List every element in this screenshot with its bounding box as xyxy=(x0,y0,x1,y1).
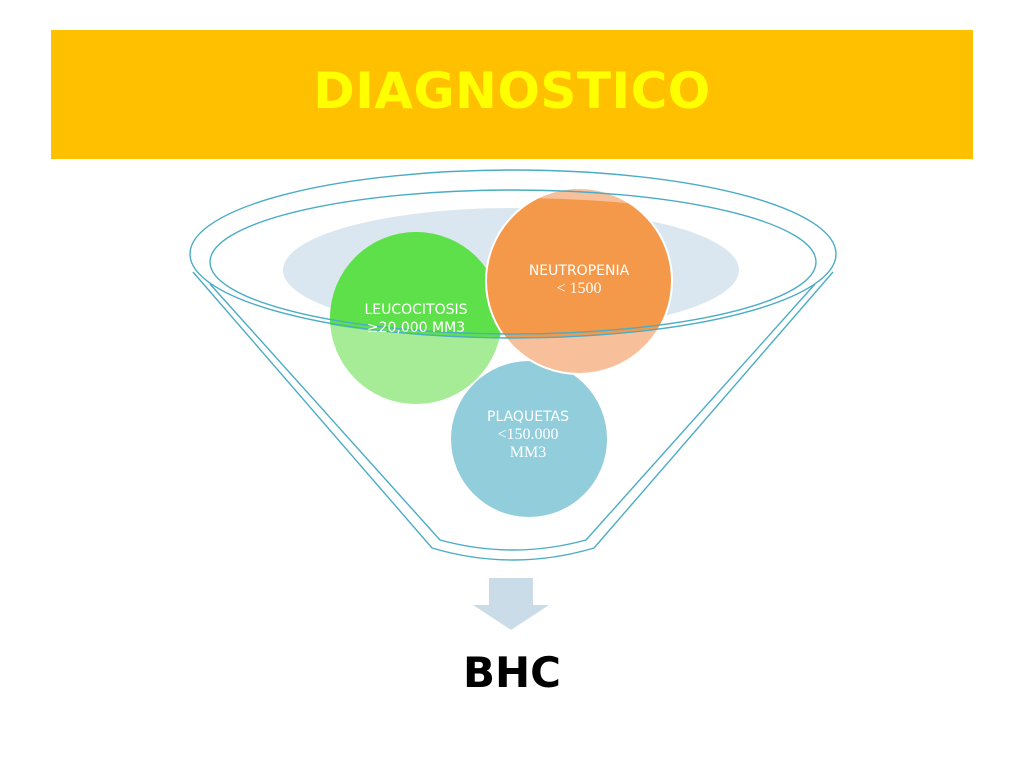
plaquetas-circle xyxy=(451,361,607,517)
leucocitosis-circle xyxy=(330,232,502,338)
plaquetas-label: PLAQUETAS <150.000 MM3 xyxy=(487,409,569,461)
neutropenia-circle-border xyxy=(485,187,673,375)
neutropenia-label: NEUTROPENIA < 1500 xyxy=(528,263,630,297)
down-arrow-icon xyxy=(473,578,549,630)
leucocitosis-label: LEUCOCITOSIS ≥20,000 MM3 xyxy=(364,302,468,336)
result-label: BHC xyxy=(463,648,561,697)
funnel-outline xyxy=(189,169,837,561)
page-title: DIAGNOSTICO xyxy=(313,62,711,120)
neutropenia-circle xyxy=(486,198,672,338)
title-bar xyxy=(51,30,973,159)
